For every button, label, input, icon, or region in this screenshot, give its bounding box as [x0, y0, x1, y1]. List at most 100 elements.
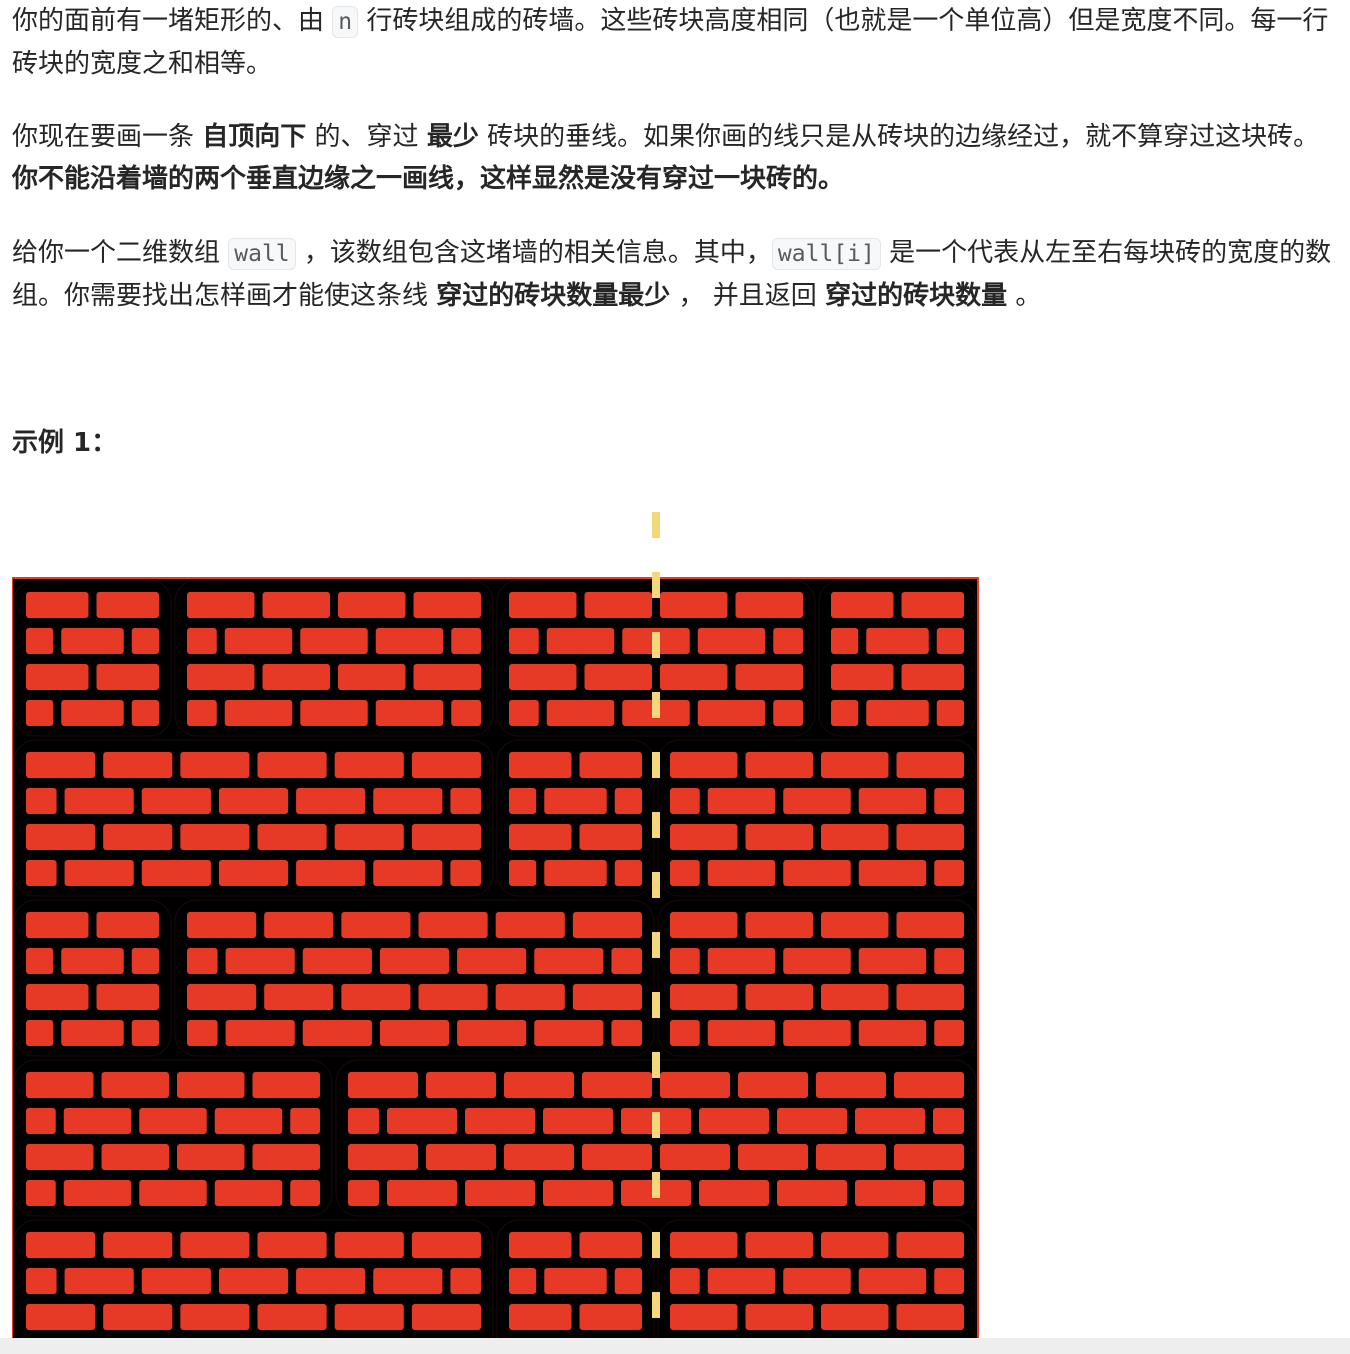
text: ，该数组包含这堵墙的相关信息。其中， — [295, 238, 772, 268]
small-brick — [777, 1180, 847, 1206]
wall-outline — [11, 577, 979, 1354]
small-brick — [26, 1180, 56, 1206]
small-brick — [858, 1020, 927, 1046]
small-brick — [509, 1268, 537, 1294]
small-brick — [894, 1144, 964, 1170]
small-brick — [373, 860, 443, 886]
small-brick — [63, 1180, 132, 1206]
small-brick — [831, 628, 859, 654]
small-brick — [534, 948, 604, 974]
text: 给你一个二维数组 — [12, 238, 229, 268]
small-brick — [387, 1180, 457, 1206]
small-brick — [348, 1072, 418, 1098]
small-brick — [896, 912, 964, 938]
small-brick — [141, 1268, 211, 1294]
small-brick — [450, 1268, 481, 1294]
small-brick — [783, 948, 851, 974]
big-brick — [657, 899, 977, 1057]
small-brick — [858, 1268, 927, 1294]
small-brick — [738, 1072, 808, 1098]
small-brick — [418, 984, 488, 1010]
small-brick — [509, 628, 539, 654]
small-brick — [821, 824, 889, 850]
small-brick — [495, 912, 565, 938]
small-brick — [670, 860, 700, 886]
small-brick — [225, 1020, 295, 1046]
small-brick — [572, 984, 642, 1010]
small-brick — [697, 700, 766, 726]
small-brick — [707, 788, 776, 814]
small-brick — [290, 1108, 320, 1134]
small-brick — [821, 1304, 889, 1330]
small-brick — [64, 1268, 134, 1294]
small-brick — [509, 1232, 572, 1258]
small-brick — [379, 948, 450, 974]
text: 行砖块组成的砖墙。这些砖块高度相同（也就是一个单位高）但是宽度不同。每一行砖块的… — [12, 6, 1329, 79]
small-brick — [264, 984, 334, 1010]
small-brick — [783, 1268, 851, 1294]
small-brick — [745, 912, 813, 938]
small-brick — [546, 700, 615, 726]
small-brick — [26, 948, 54, 974]
small-brick — [26, 1020, 54, 1046]
small-brick — [290, 1180, 320, 1206]
small-brick — [257, 1232, 327, 1258]
small-brick — [934, 1268, 964, 1294]
small-brick — [177, 1072, 245, 1098]
small-brick — [252, 1144, 320, 1170]
bold-text: 最少 — [426, 122, 479, 152]
small-brick — [139, 1180, 207, 1206]
small-brick — [296, 788, 366, 814]
small-brick — [180, 752, 250, 778]
small-brick — [187, 700, 217, 726]
small-brick — [670, 1268, 700, 1294]
small-brick — [413, 592, 481, 618]
small-brick — [544, 1268, 607, 1294]
big-brick — [13, 739, 494, 897]
small-brick — [896, 824, 964, 850]
small-brick — [660, 664, 728, 690]
small-brick — [509, 592, 577, 618]
small-brick — [457, 1020, 527, 1046]
small-brick — [103, 824, 173, 850]
big-brick — [13, 579, 172, 737]
small-brick — [262, 592, 330, 618]
small-brick — [858, 860, 927, 886]
small-brick — [131, 948, 159, 974]
small-brick — [334, 1232, 404, 1258]
text: 是一个代表从左至右每块砖的宽度的数组。你需要找出怎样画才能使这条线 — [12, 238, 1332, 311]
small-brick — [426, 1144, 496, 1170]
small-brick — [26, 1268, 57, 1294]
small-brick — [26, 752, 96, 778]
small-brick — [670, 1304, 738, 1330]
small-brick — [660, 592, 728, 618]
bottom-bar — [0, 1338, 1350, 1354]
small-brick — [735, 664, 803, 690]
small-brick — [745, 984, 813, 1010]
text: 你的面前有一堵矩形的、由 — [12, 6, 333, 36]
small-brick — [934, 1020, 964, 1046]
small-brick — [411, 752, 481, 778]
small-brick — [579, 1232, 642, 1258]
small-brick — [64, 860, 134, 886]
small-brick — [187, 628, 217, 654]
small-brick — [544, 788, 607, 814]
small-brick — [418, 912, 488, 938]
small-brick — [187, 912, 257, 938]
big-brick — [818, 579, 977, 737]
small-brick — [896, 984, 964, 1010]
small-brick — [697, 628, 766, 654]
small-brick — [660, 1144, 730, 1170]
small-brick — [225, 948, 295, 974]
small-brick — [894, 1072, 964, 1098]
small-brick — [543, 1108, 613, 1134]
small-brick — [296, 1268, 366, 1294]
small-brick — [584, 664, 652, 690]
small-brick — [139, 1108, 207, 1134]
small-brick — [831, 664, 894, 690]
small-brick — [504, 1144, 574, 1170]
small-brick — [218, 860, 289, 886]
small-brick — [745, 1304, 813, 1330]
small-brick — [252, 1072, 320, 1098]
brick-wall-svg — [11, 512, 979, 1354]
